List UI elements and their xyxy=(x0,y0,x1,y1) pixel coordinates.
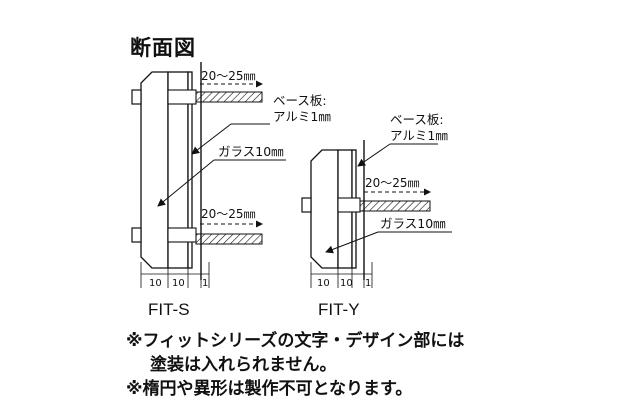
fit-y-dim: 20～25㎜ xyxy=(365,176,420,190)
fit-s-base-plate xyxy=(187,71,193,269)
fit-y-bottom-dim-2: 10 xyxy=(340,278,353,289)
fit-s-hatch-bottom xyxy=(195,233,263,245)
note-line-3: ※楕円や異形は製作不可となります。 xyxy=(126,379,413,399)
fit-s-bolt-bottom xyxy=(167,227,197,243)
note-line-1: ※フィットシリーズの文字・デザイン部には xyxy=(126,331,465,351)
fit-s-hatch-top xyxy=(195,91,263,103)
fit-s-base-label-2: アルミ1㎜ xyxy=(273,109,331,124)
fit-s-bolt-top xyxy=(167,89,197,105)
fit-y-model-label: FIT-Y xyxy=(318,300,360,319)
fit-s-bottom-dim-2: 10 xyxy=(172,278,185,289)
fit-y-section: 20～25㎜ ベース板: アルミ1㎜ ガラス10㎜ 10 10 1 xyxy=(301,112,452,289)
fit-s-bottom-dim-1: 10 xyxy=(149,278,162,289)
fit-y-stud-left xyxy=(301,197,312,213)
note-line-2: 塗装は入れられません。 xyxy=(150,355,337,375)
fit-y-bottom-dim-3: 1 xyxy=(365,278,371,289)
fit-s-base-label-1: ベース板: xyxy=(273,93,327,108)
fit-y-glass-body xyxy=(310,149,339,269)
fit-s-stud-top-left xyxy=(131,89,142,105)
fit-s-stud-bottom-left xyxy=(131,227,142,243)
fit-s-glass-leader-arrow xyxy=(157,159,215,207)
fit-y-glass-label: ガラス10㎜ xyxy=(380,216,446,231)
fit-s-glass-body xyxy=(140,71,169,269)
fit-y-base-label-2: アルミ1㎜ xyxy=(390,128,448,143)
fit-s-dim-bottom: 20～25㎜ xyxy=(201,207,256,221)
fit-s-bottom-dim-3: 1 xyxy=(202,278,208,289)
fit-s-section: 20～25㎜ 20～25㎜ ベース板: アルミ1㎜ ガラス10㎜ 10 10 1 xyxy=(131,62,331,289)
fit-s-model-label: FIT-S xyxy=(148,300,190,319)
page-title: 断面図 xyxy=(130,36,196,60)
fit-y-base-label-1: ベース板: xyxy=(390,112,444,127)
fit-y-bolt xyxy=(337,197,361,213)
fit-s-glass-label: ガラス10㎜ xyxy=(218,144,284,159)
fit-y-glass-leader-arrow xyxy=(325,231,379,254)
fit-y-base-leader-arrow xyxy=(357,143,391,167)
fit-y-hatch xyxy=(359,200,431,212)
fit-y-bottom-dim-1: 10 xyxy=(317,278,330,289)
fit-s-dim-top: 20～25㎜ xyxy=(201,69,256,83)
fit-s-base-leader-arrow xyxy=(191,123,232,155)
